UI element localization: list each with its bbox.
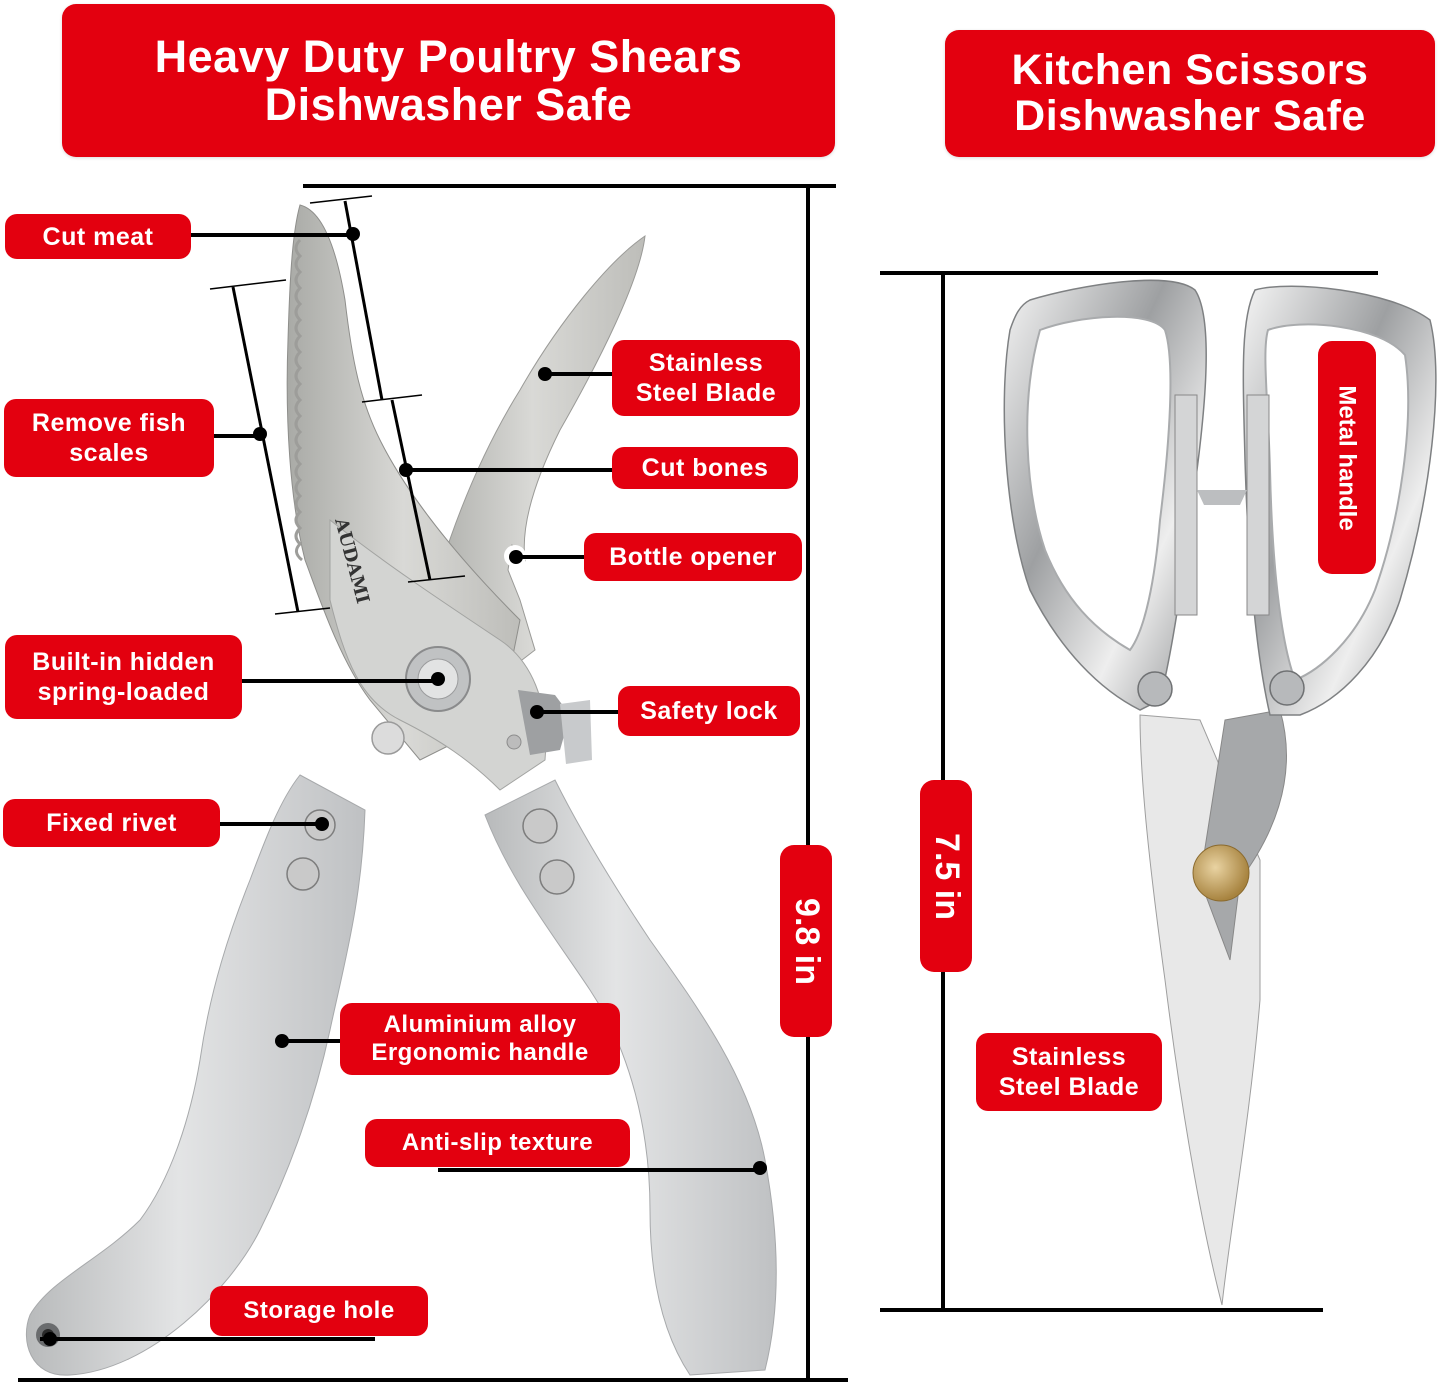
callout-text: Steel Blade	[635, 379, 777, 407]
callout-cut-bones: Cut bones	[612, 447, 798, 489]
callout-bottle-opener: Bottle opener	[584, 533, 802, 581]
callout-anti-slip: Anti-slip texture	[365, 1119, 630, 1167]
callout-text: scales	[69, 439, 149, 467]
callout-text: Storage hole	[243, 1296, 395, 1324]
callout-text: Stainless	[648, 349, 764, 377]
dimension-text: 7.5 in	[927, 832, 966, 920]
callout-text: Steel Blade	[998, 1073, 1140, 1101]
callout-text: Remove fish	[31, 409, 187, 437]
callout-text: Cut meat	[42, 222, 154, 251]
callout-cut-meat: Cut meat	[5, 214, 191, 259]
callout-text: Metal handle	[1334, 384, 1362, 531]
right-title-line1: Kitchen Scissors	[1011, 46, 1369, 95]
callout-text: Ergonomic handle	[371, 1039, 589, 1066]
leader-lines	[40, 227, 767, 1346]
callout-stainless-blade: Stainless Steel Blade	[612, 340, 800, 416]
callout-text: Aluminium alloy	[383, 1011, 577, 1039]
poultry-shears-drawing: AUDAMI	[25, 204, 777, 1376]
dimension-label-9-8-in: 9.8 in	[780, 845, 832, 1037]
callout-fixed-rivet: Fixed rivet	[3, 799, 220, 847]
right-title-banner: Kitchen Scissors Dishwasher Safe	[945, 30, 1435, 157]
callout-text: Built-in hidden	[32, 648, 215, 676]
callout-text: Stainless	[1011, 1043, 1127, 1071]
callout-text: Cut bones	[641, 454, 769, 482]
left-title-line1: Heavy Duty Poultry Shears	[154, 31, 743, 83]
callout-right-stainless-blade: Stainless Steel Blade	[976, 1033, 1162, 1111]
callout-safety-lock: Safety lock	[618, 686, 800, 736]
callout-metal-handle: Metal handle	[1318, 341, 1376, 574]
kitchen-scissors-drawing	[1003, 279, 1437, 1306]
left-title-banner: Heavy Duty Poultry Shears Dishwasher Saf…	[62, 4, 835, 157]
dimension-text: 9.8 in	[787, 897, 826, 985]
right-title-line2: Dishwasher Safe	[1014, 91, 1366, 140]
callout-built-in-spring: Built-in hidden spring-loaded	[5, 635, 242, 719]
callout-text: Anti-slip texture	[401, 1128, 594, 1156]
callout-text: Bottle opener	[609, 543, 777, 571]
left-title-line2: Dishwasher Safe	[264, 78, 633, 130]
callout-remove-fish-scales: Remove fish scales	[4, 399, 214, 477]
callout-storage-hole: Storage hole	[210, 1286, 428, 1336]
callout-text: spring-loaded	[37, 678, 210, 706]
dimension-label-7-5-in: 7.5 in	[920, 780, 972, 972]
callout-text: Safety lock	[640, 697, 778, 725]
callout-text: Fixed rivet	[46, 809, 177, 837]
callout-aluminium-handle: Aluminium alloy Ergonomic handle	[340, 1003, 620, 1075]
